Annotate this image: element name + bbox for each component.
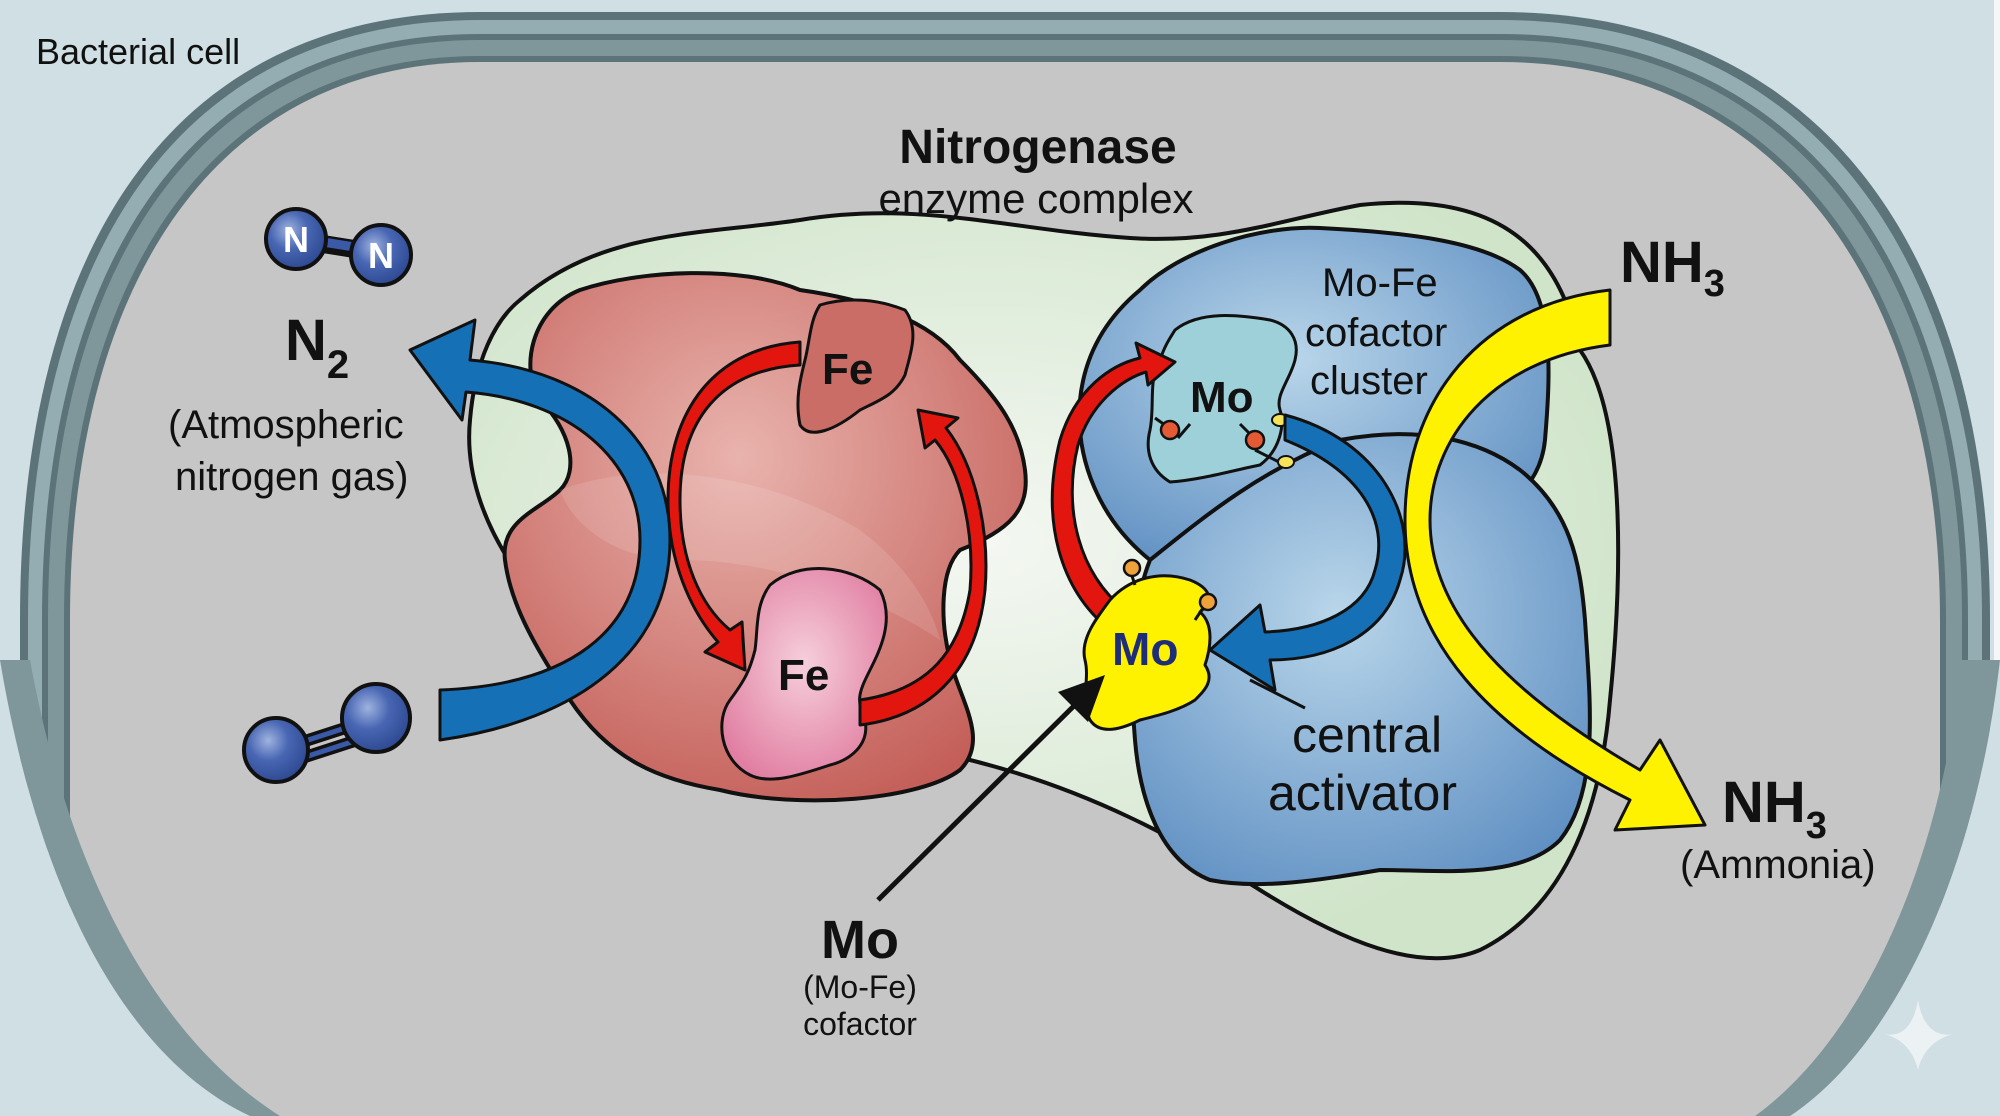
central-activator-line1: central [1292,707,1442,763]
n2-formula: N2 [285,308,349,387]
electron-transfer-arrow-up [858,408,988,727]
nh3-bottom-main: NH [1722,770,1806,835]
mo-activator-label: Mo [1112,623,1178,675]
right-edge-strip [1994,0,2000,1116]
cluster-to-activator-arrow [1208,413,1407,692]
mo-activator [1082,574,1212,731]
activator-atoms [1122,558,1218,621]
mo-callout-label: Mo [821,910,899,970]
cluster-atoms [1154,413,1295,469]
n2-atom-2: N [368,235,394,276]
nh3-description: (Ammonia) [1680,843,1876,887]
mo-callout-arrowhead [1058,675,1105,722]
nh3-top-main: NH [1620,230,1704,295]
mo-cluster-label: Mo [1190,373,1254,422]
cell-membrane-bottom-right [1790,660,2000,1116]
n2-molecule-top: N N [264,207,413,287]
cell-membrane-bottom-right-band [1755,660,2000,1116]
nh3-top-subscript: 3 [1704,263,1725,305]
electron-transfer-arrow-down [666,340,802,672]
fe-cluster-top [796,298,915,434]
cell-membrane-bottom-left [0,660,250,1116]
mofe-label-line1: Mo-Fe [1322,261,1438,305]
cell-membrane-bottom-left-band [0,660,280,1116]
central-activator-line2: activator [1268,765,1457,821]
mo-callout-pointer [876,688,1092,902]
fe-top-label: Fe [822,345,873,394]
mo-callout-line3: cofactor [803,1006,917,1042]
sparkle-icon [1884,1000,1954,1070]
mofe-protein-lower [1130,432,1592,887]
electron-transfer-arrow-to-cluster [1050,341,1177,632]
fe-protein [502,271,1028,803]
n2-molecule-bottom [242,682,412,784]
bacterial-cell-label: Bacterial cell [36,31,240,72]
fe-cluster-bottom [720,567,888,781]
n2-description-line2: nitrogen gas) [175,455,408,499]
fe-bottom-label: Fe [778,651,829,700]
n2-uptake-arrow [408,318,672,742]
nh3-release-arrow [1403,288,1707,832]
nh3-bottom-subscript: 3 [1806,805,1827,847]
n2-formula-subscript: 2 [327,343,349,387]
diagram-subtitle: enzyme complex [878,175,1193,222]
diagram-title: Nitrogenase [899,121,1176,174]
n2-description-line1: (Atmospheric [168,403,404,447]
n2-atom-1: N [283,219,309,260]
central-activator-pointer [1249,678,1306,710]
nh3-bottom-formula: NH3 [1722,770,1827,847]
n2-formula-main: N [285,308,327,373]
mofe-label-line2: cofactor [1305,311,1447,355]
mo-callout-line2: (Mo-Fe) [803,969,917,1005]
mofe-label-line3: cluster [1310,359,1428,403]
nh3-top-formula: NH3 [1620,230,1725,305]
